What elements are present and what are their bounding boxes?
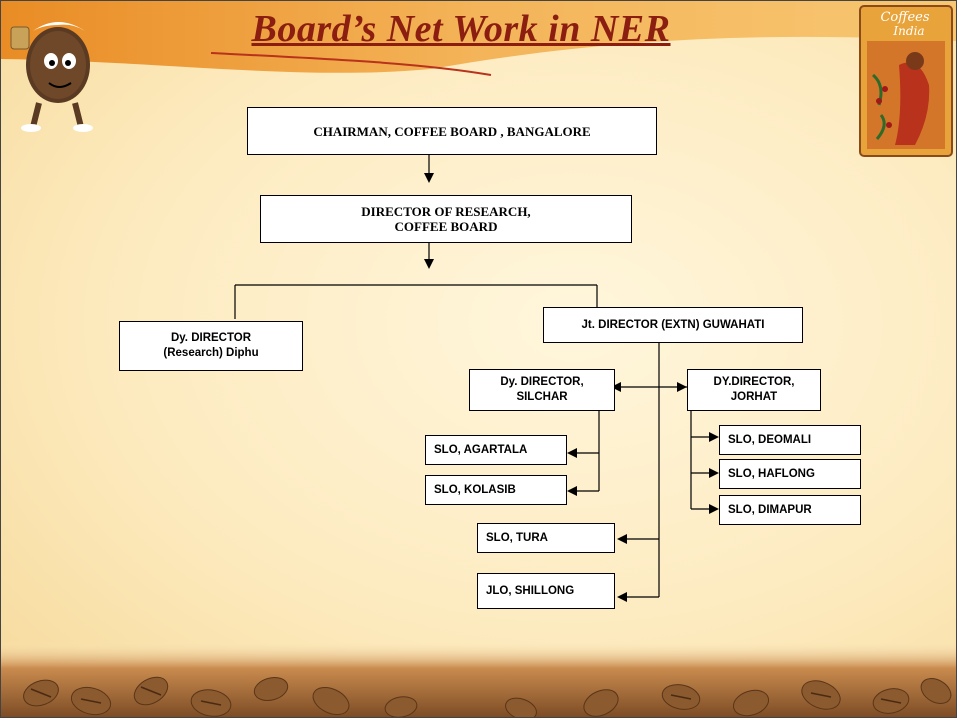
dy-director-research-box: Dy. DIRECTOR (Research) Diphu (119, 321, 303, 371)
jlo-shillong-box: JLO, SHILLONG (477, 573, 615, 609)
slo-dimapur-box: SLO, DIMAPUR (719, 495, 861, 525)
coffee-bean-mascot-icon (10, 22, 93, 132)
slo-agartala-box: SLO, AGARTALA (425, 435, 567, 465)
chairman-box: CHAIRMAN, COFFEE BOARD , BANGALORE (247, 107, 657, 155)
slo-deomali-box: SLO, DEOMALI (719, 425, 861, 455)
dy-director-silchar-box: Dy. DIRECTOR, SILCHAR (469, 369, 615, 411)
slo-tura-box: SLO, TURA (477, 523, 615, 553)
header-band (1, 1, 956, 76)
svg-text:Coffees: Coffees (880, 10, 929, 25)
jt-director-box: Jt. DIRECTOR (EXTN) GUWAHATI (543, 307, 803, 343)
coffee-beans-footer (1, 641, 956, 717)
slo-kolasib-box: SLO, KOLASIB (425, 475, 567, 505)
slo-haflong-box: SLO, HAFLONG (719, 459, 861, 489)
dy-director-jorhat-box: DY.DIRECTOR, JORHAT (687, 369, 821, 411)
slide-title: Board’s Net Work in NER (251, 8, 671, 50)
svg-text:India: India (892, 24, 924, 38)
director-research-box: DIRECTOR OF RESEARCH, COFFEE BOARD (260, 195, 632, 243)
coffees-india-emblem-icon: Coffees India (859, 5, 953, 157)
